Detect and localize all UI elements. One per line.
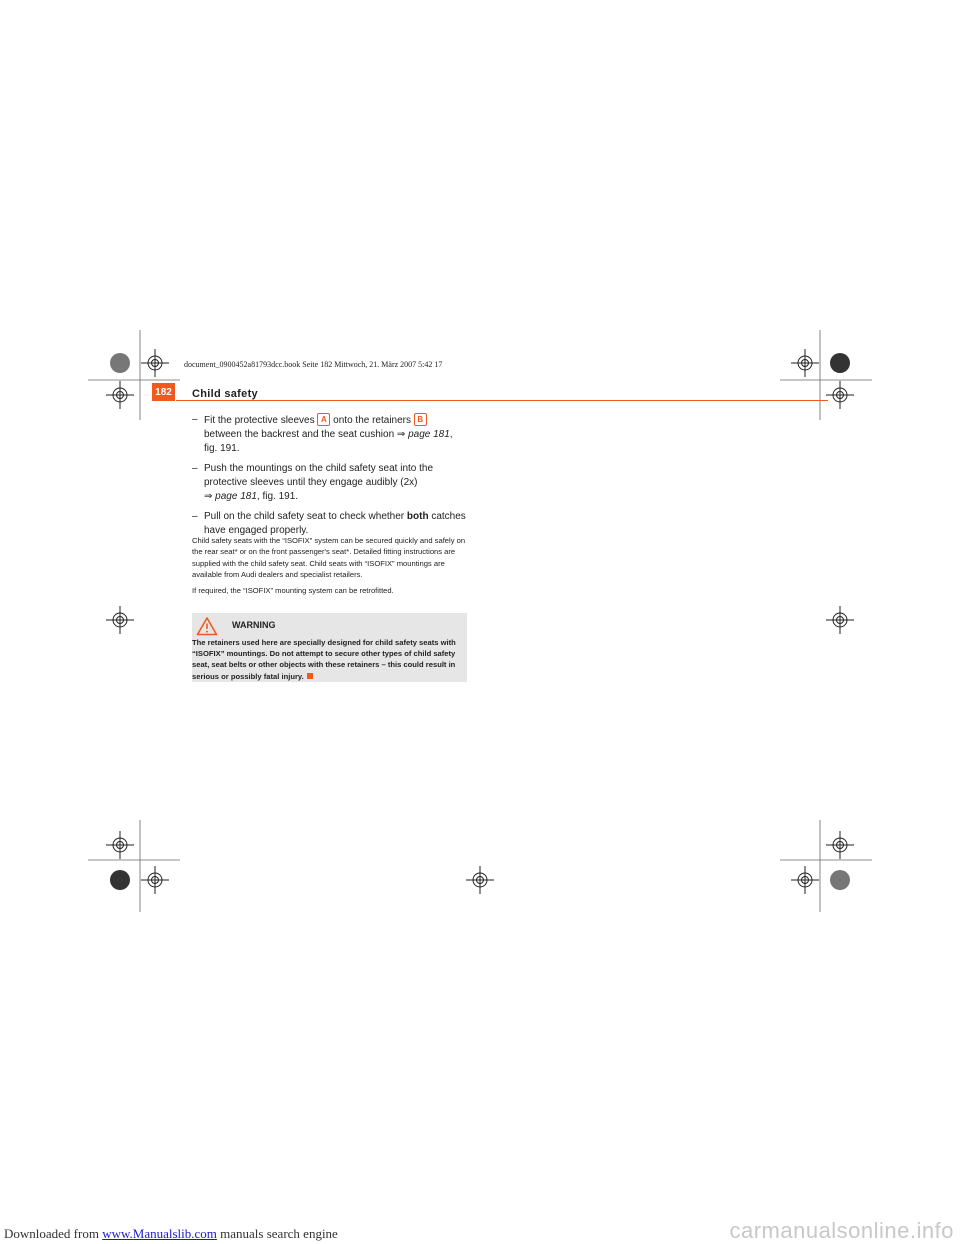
step-item: – Pull on the child safety seat to check… bbox=[192, 511, 466, 536]
registration-targets bbox=[106, 349, 854, 894]
manualslib-link[interactable]: www.Manualslib.com bbox=[102, 1226, 217, 1241]
header-rule bbox=[176, 400, 828, 401]
step-item: – Push the mountings on the child safety… bbox=[192, 463, 434, 502]
callout-marker-a: A bbox=[317, 413, 331, 426]
instruction-steps: – Fit the protective sleeves A onto the … bbox=[192, 413, 467, 544]
warning-triangle-icon bbox=[196, 617, 218, 636]
warning-box: WARNING The retainers used here are spec… bbox=[192, 613, 467, 682]
end-marker-icon bbox=[306, 672, 313, 679]
body-text: Child safety seats with the “ISOFIX” sys… bbox=[192, 535, 472, 601]
paragraph: If required, the “ISOFIX” mounting syste… bbox=[192, 586, 394, 596]
download-footer: Downloaded from www.Manualslib.com manua… bbox=[4, 1226, 338, 1241]
warning-text: The retainers used here are specially de… bbox=[192, 638, 456, 681]
file-header: document_0900452a81793dcc.book Seite 182… bbox=[184, 360, 443, 369]
page-reference: page 181 bbox=[215, 491, 257, 502]
page-reference: page 181 bbox=[408, 429, 450, 440]
page-number: 182 bbox=[152, 383, 175, 401]
callout-marker-b: B bbox=[413, 413, 427, 426]
watermark: carmanualsonline.info bbox=[729, 1218, 954, 1243]
page-title: Child safety bbox=[192, 388, 258, 400]
warning-title: WARNING bbox=[232, 620, 276, 630]
paragraph: Child safety seats with the “ISOFIX” sys… bbox=[192, 536, 466, 579]
step-item: – Fit the protective sleeves A onto the … bbox=[192, 413, 453, 454]
